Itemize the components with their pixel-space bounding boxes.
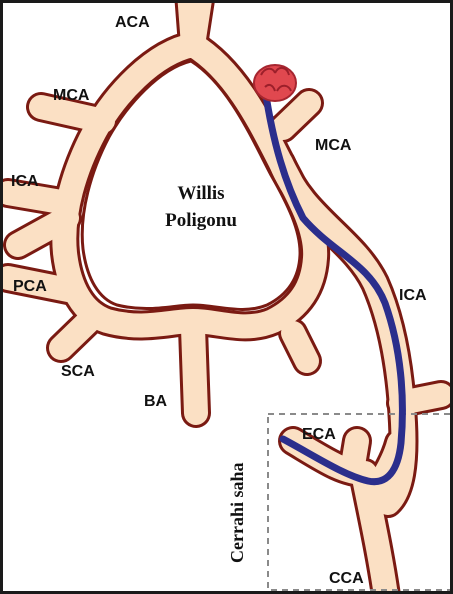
label-eca: ECA [302,426,336,443]
label-ica-left: ICA [11,173,39,190]
label-mca-left: MCA [53,87,90,104]
title-line-1: Willis [177,183,224,204]
label-ica-right: ICA [399,287,427,304]
label-mca-right: MCA [315,137,352,154]
title-line-2: Poligonu [165,210,237,231]
label-aca: ACA [115,14,150,31]
label-ba: BA [144,393,168,410]
surgical-field-label: Cerrahi saha [227,463,247,564]
willis-circle-diagram: ACA MCA MCA ICA PCA SCA BA ICA ECA CCA W… [3,3,453,594]
label-cca: CCA [329,570,364,587]
label-pca: PCA [13,278,47,295]
label-sca: SCA [61,363,95,380]
aneurysm-icon [254,65,296,101]
